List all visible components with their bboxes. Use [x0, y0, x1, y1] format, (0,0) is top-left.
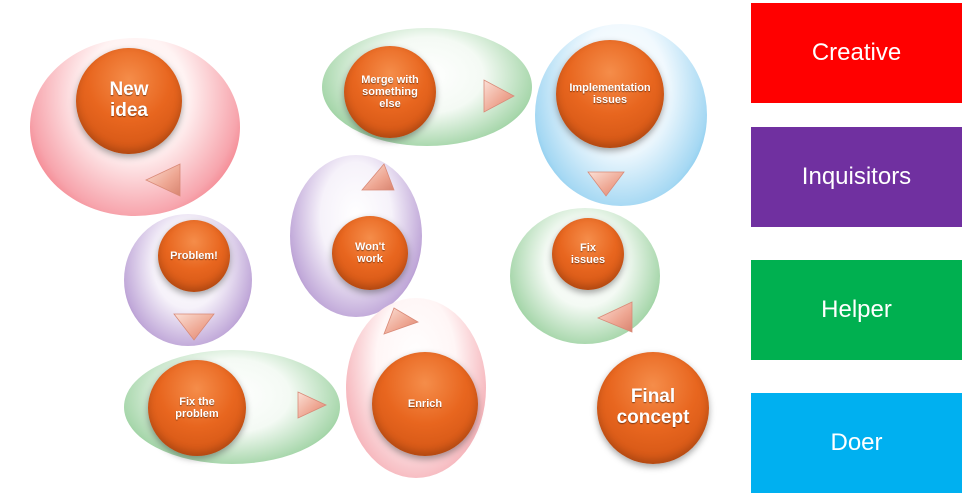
- node-final-concept: Final concept: [597, 352, 709, 464]
- arrow-problem-to-fix-problem: [173, 313, 215, 341]
- node-enrich-label: Enrich: [407, 397, 443, 410]
- node-fix-problem-label: Fix the problem: [175, 395, 219, 420]
- node-problem-label: Problem!: [170, 249, 218, 262]
- node-merge: Merge with something else: [344, 46, 436, 138]
- node-enrich: Enrich: [372, 352, 478, 456]
- node-new-idea: New idea: [76, 48, 182, 154]
- node-fix-issues-label: Fix issues: [570, 241, 606, 266]
- arrow-fix-problem-to-enrich: [297, 391, 327, 419]
- legend-inquisitors-label: Inquisitors: [801, 163, 912, 190]
- legend-creative: Creative: [751, 3, 962, 103]
- node-implementation-label: Implementation issues: [569, 81, 651, 106]
- arrow-merge-to-implementation: [483, 79, 515, 113]
- node-fix-issues: Fix issues: [552, 218, 624, 290]
- node-new-idea-label: New idea: [109, 79, 149, 121]
- arrow-fix-issues-to-final: [597, 301, 633, 333]
- legend-helper-label: Helper: [821, 296, 892, 323]
- node-wont-work: Won't work: [332, 216, 408, 290]
- node-merge-label: Merge with something else: [361, 73, 419, 111]
- legend-inquisitors: Inquisitors: [751, 127, 962, 227]
- legend-doer: Doer: [751, 393, 962, 493]
- arrow-wont-work-to-merge: [361, 163, 395, 191]
- arrow-enrich-to-wont-work: [383, 307, 419, 335]
- arrow-implementation-to-fix-issues: [587, 171, 625, 197]
- node-implementation: Implementation issues: [556, 40, 664, 148]
- node-fix-problem: Fix the problem: [148, 360, 246, 456]
- legend-helper: Helper: [751, 260, 962, 360]
- node-problem: Problem!: [158, 220, 230, 292]
- node-final-concept-label: Final concept: [616, 386, 690, 428]
- legend-creative-label: Creative: [811, 39, 902, 66]
- legend-doer-label: Doer: [830, 429, 883, 456]
- arrow-new-idea-to-problem: [145, 163, 181, 197]
- node-wont-work-label: Won't work: [355, 240, 385, 265]
